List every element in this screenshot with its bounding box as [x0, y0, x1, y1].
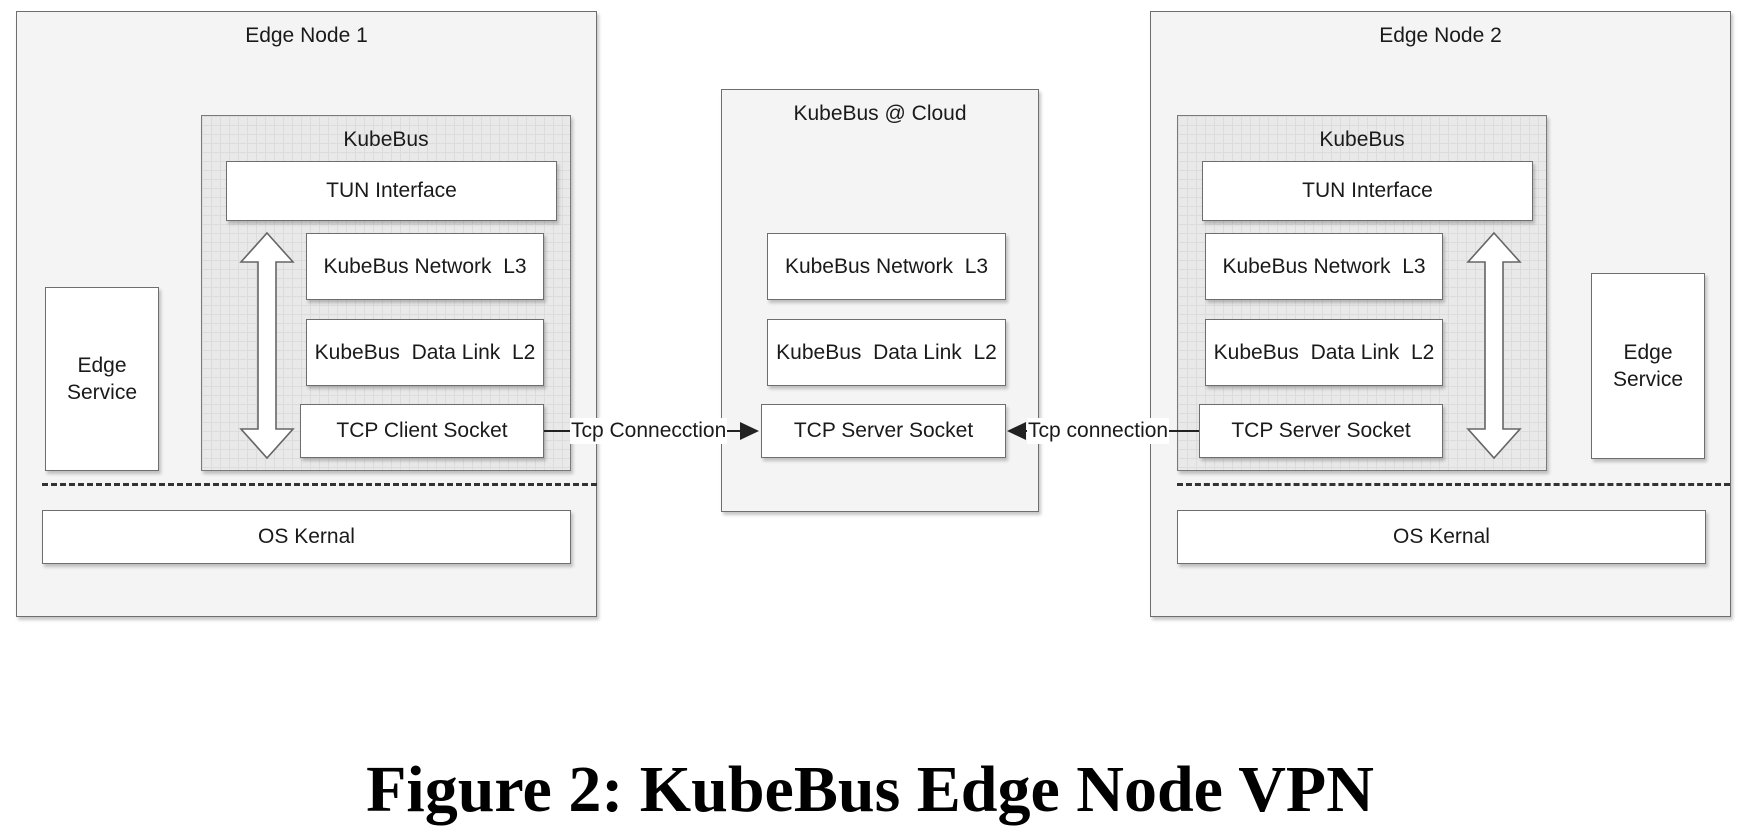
edge-service-2: Edge Service [1591, 273, 1705, 459]
datalink-layer-cloud: KubeBus Data Link L2 [767, 319, 1006, 386]
network-layer-2: KubeBus Network L3 [1205, 233, 1443, 300]
kernel-divider-2 [1177, 483, 1730, 486]
kubebus-title-2: KubeBus [1319, 128, 1405, 151]
tcp-connection-right-label: Tcp connection [1027, 418, 1170, 444]
os-kernel-1: OS Kernal [42, 510, 571, 564]
edge-node-1-title: Edge Node 1 [245, 24, 368, 47]
double-arrow-2 [1466, 231, 1522, 460]
tcp-server-socket-cloud: TCP Server Socket [761, 404, 1006, 458]
cloud-title: KubeBus @ Cloud [793, 102, 967, 125]
tun-interface-2: TUN Interface [1202, 161, 1533, 221]
os-kernel-2: OS Kernal [1177, 510, 1706, 564]
kernel-divider-1 [42, 483, 597, 486]
tcp-client-socket: TCP Client Socket [300, 404, 544, 458]
tcp-connection-left-label: Tcp Connecction [570, 418, 728, 444]
network-layer-1: KubeBus Network L3 [306, 233, 544, 300]
edge-node-2-title: Edge Node 2 [1379, 24, 1502, 47]
tcp-server-socket-2: TCP Server Socket [1199, 404, 1443, 458]
kubebus-title-1: KubeBus [343, 128, 429, 151]
tun-interface-1: TUN Interface [226, 161, 557, 221]
tcp-connection-left-head [740, 422, 759, 440]
double-arrow-1 [239, 231, 295, 460]
datalink-layer-1: KubeBus Data Link L2 [306, 319, 544, 386]
datalink-layer-2: KubeBus Data Link L2 [1205, 319, 1443, 386]
figure-caption: Figure 2: KubeBus Edge Node VPN [366, 753, 1374, 826]
network-layer-cloud: KubeBus Network L3 [767, 233, 1006, 300]
tcp-connection-right-head [1007, 422, 1026, 440]
edge-service-1: Edge Service [45, 287, 159, 471]
